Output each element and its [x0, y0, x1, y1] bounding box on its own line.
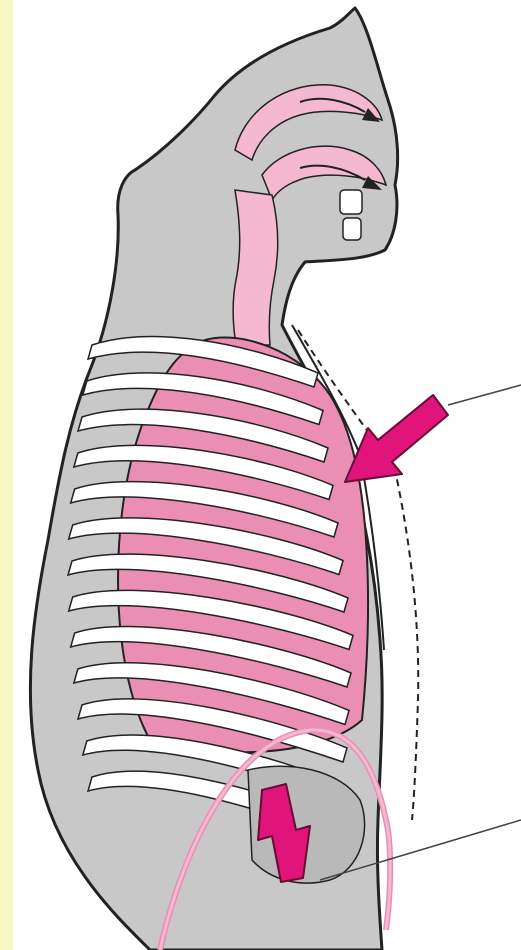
leader-line-chest	[448, 385, 521, 405]
lower-teeth	[343, 218, 361, 240]
chest-arrow	[345, 395, 448, 482]
upper-teeth	[340, 190, 362, 214]
